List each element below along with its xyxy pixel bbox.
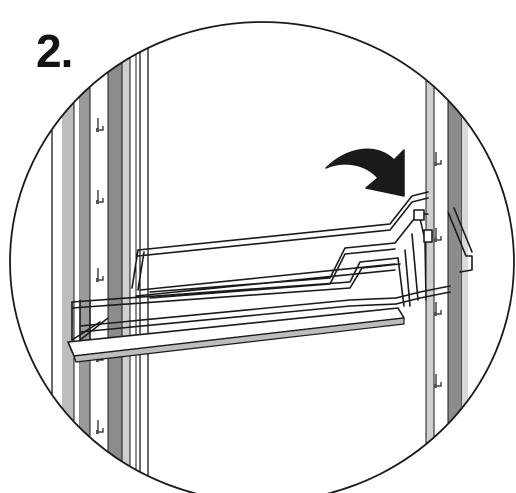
detail-view [51, 22, 473, 493]
wire-basket-icon [71, 191, 473, 341]
right-rail [425, 22, 468, 493]
step-number: 2. [36, 25, 73, 77]
detail-circle-outline [9, 21, 515, 493]
left-rail [62, 22, 137, 493]
basket-front-lip [67, 307, 405, 363]
curved-arrow-icon [325, 148, 405, 197]
